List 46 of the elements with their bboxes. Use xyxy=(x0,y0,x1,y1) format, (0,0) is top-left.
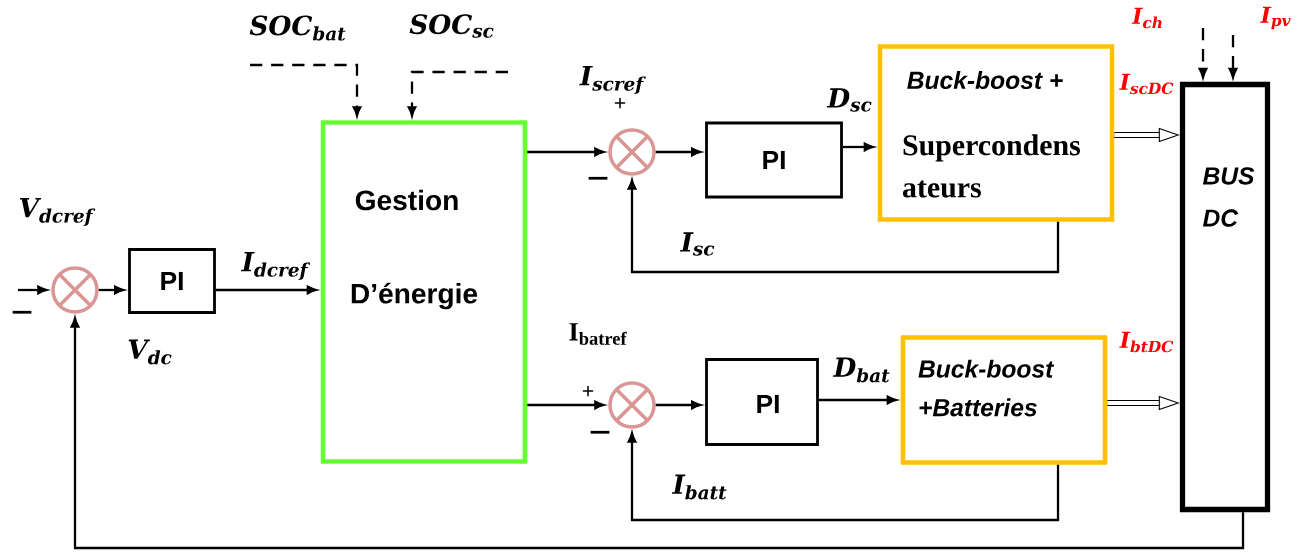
sign-label: + xyxy=(614,97,626,109)
arrow xyxy=(527,400,605,410)
signal-label: SOC$_{sc}$ xyxy=(409,14,494,38)
sign-label: − xyxy=(590,430,610,434)
dashed-arrow xyxy=(250,63,362,117)
summing-junction xyxy=(608,381,656,429)
arrow xyxy=(215,285,318,295)
sign-label: − xyxy=(588,176,608,180)
signal-label: V$_{dc}$ xyxy=(128,339,172,365)
summing-junction xyxy=(608,128,656,176)
process-box: PI xyxy=(705,358,819,446)
arrow xyxy=(527,147,605,157)
summing-junction xyxy=(51,266,99,314)
signal-label: I$_{scref}$ xyxy=(579,66,646,94)
signal-label: I$_{btDC}$ xyxy=(1119,331,1174,353)
arrow xyxy=(18,285,48,295)
converter-box: Buck-boost + Supercondens ateurs xyxy=(877,44,1115,222)
converter-box: Buck-boost +Batteries xyxy=(900,335,1108,465)
edge-label: D$_{bat}$ xyxy=(831,355,893,385)
dashed-arrow xyxy=(1228,35,1238,79)
arrow xyxy=(98,285,125,295)
arrow xyxy=(627,179,1060,274)
arrow xyxy=(655,400,702,410)
signal-label: I$_{scDC}$ xyxy=(1119,73,1174,95)
arrow xyxy=(655,147,702,157)
sign-label: − xyxy=(12,310,32,314)
sign-label: + xyxy=(582,385,594,397)
arrow xyxy=(627,432,1060,522)
edge-label: D$_{sc}$ xyxy=(825,86,875,114)
management-box: Gestion D’énergie xyxy=(320,120,528,464)
signal-label: V$_{dcref}$ xyxy=(19,198,96,226)
arrow xyxy=(842,142,875,152)
arrow xyxy=(70,317,1245,550)
dashed-arrow xyxy=(407,70,508,117)
edge-label: I$_{batt}$ xyxy=(670,472,730,502)
edge-label: I$_{sc}$ xyxy=(678,230,718,258)
arrow xyxy=(818,395,898,405)
signal-label: I$_{ch}$ xyxy=(1131,7,1162,29)
process-box: PI xyxy=(128,248,216,314)
signal-label: I$_{pv}$ xyxy=(1260,6,1291,30)
process-box: PI xyxy=(705,121,843,199)
bus-bar: BUS DC xyxy=(1179,81,1271,513)
signal-label: SOC$_{bat}$ xyxy=(249,15,346,41)
dashed-arrow xyxy=(1198,28,1208,79)
signal-label: I$_{batref}$ xyxy=(569,323,627,345)
edge-label: I$_{dcref}$ xyxy=(239,250,311,282)
